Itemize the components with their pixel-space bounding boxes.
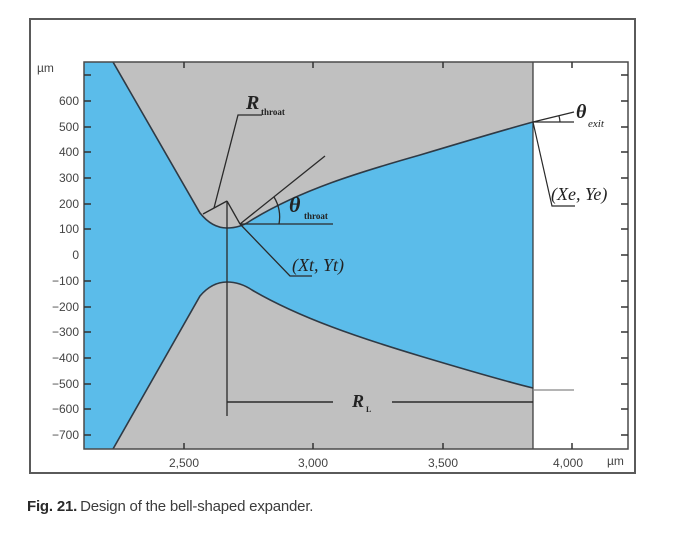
theta-exit-symbol: θ <box>576 101 587 123</box>
y-tick-label: −400 <box>52 351 79 365</box>
figure-number: Fig. 21. <box>27 498 78 515</box>
exit-region <box>533 62 628 449</box>
y-tick-label: 500 <box>59 120 79 134</box>
theta-throat-subscript: throat <box>304 211 328 221</box>
x-tick-label: 3,500 <box>428 456 458 470</box>
y-unit-label: µm <box>37 61 54 75</box>
r-length-symbol: R <box>351 391 364 411</box>
caption-text: Design of the bell-shaped expander. <box>80 498 314 515</box>
x-tick-label: 3,000 <box>298 456 328 470</box>
y-tick-label: −700 <box>52 428 79 442</box>
y-tick-label: 400 <box>59 145 79 159</box>
y-tick-label: 200 <box>59 197 79 211</box>
y-tick-label: −200 <box>52 300 79 314</box>
throat-point-label: (Xt, Yt) <box>292 255 344 276</box>
y-axis-ticks-right <box>621 74 628 436</box>
y-tick-label: −500 <box>52 377 79 391</box>
upper-wall-region <box>113 62 533 228</box>
figure-caption: Fig. 21.Design of the bell-shaped expand… <box>27 498 313 515</box>
theta-throat-annotation: θ throat <box>239 155 333 225</box>
r-throat-subscript: throat <box>261 107 285 117</box>
x-axis-labels: 2,500 3,000 3,500 4,000 <box>169 456 583 470</box>
exit-point-annotation: (Xe, Ye) <box>532 121 607 207</box>
lower-wall-region <box>113 282 533 449</box>
throat-point-annotation: (Xt, Yt) <box>239 223 344 277</box>
y-tick-label: −100 <box>52 274 79 288</box>
y-axis-labels: 600 500 400 300 200 100 0 −100 −200 −300… <box>52 94 79 442</box>
upper-contour-line <box>112 61 534 229</box>
y-tick-label: −300 <box>52 325 79 339</box>
r-throat-symbol: R <box>245 92 259 114</box>
r-throat-annotation: R throat <box>202 92 285 225</box>
r-length-annotation: R L <box>227 391 533 414</box>
y-tick-label: −600 <box>52 402 79 416</box>
x-tick-label: 2,500 <box>169 456 199 470</box>
x-tick-label: 4,000 <box>553 456 583 470</box>
theta-throat-symbol: θ <box>289 192 301 217</box>
y-axis-ticks-left <box>84 74 91 436</box>
x-unit-label: µm <box>607 454 624 468</box>
lower-contour-line <box>112 281 534 450</box>
theta-exit-annotation: θ exit <box>532 101 605 130</box>
exit-point-label: (Xe, Ye) <box>551 184 607 205</box>
y-tick-label: 100 <box>59 222 79 236</box>
y-tick-label: 600 <box>59 94 79 108</box>
y-tick-label: 0 <box>72 248 79 262</box>
x-axis-ticks <box>183 62 573 449</box>
r-length-subscript: L <box>366 405 371 414</box>
theta-exit-subscript: exit <box>588 118 605 130</box>
y-tick-label: 300 <box>59 171 79 185</box>
